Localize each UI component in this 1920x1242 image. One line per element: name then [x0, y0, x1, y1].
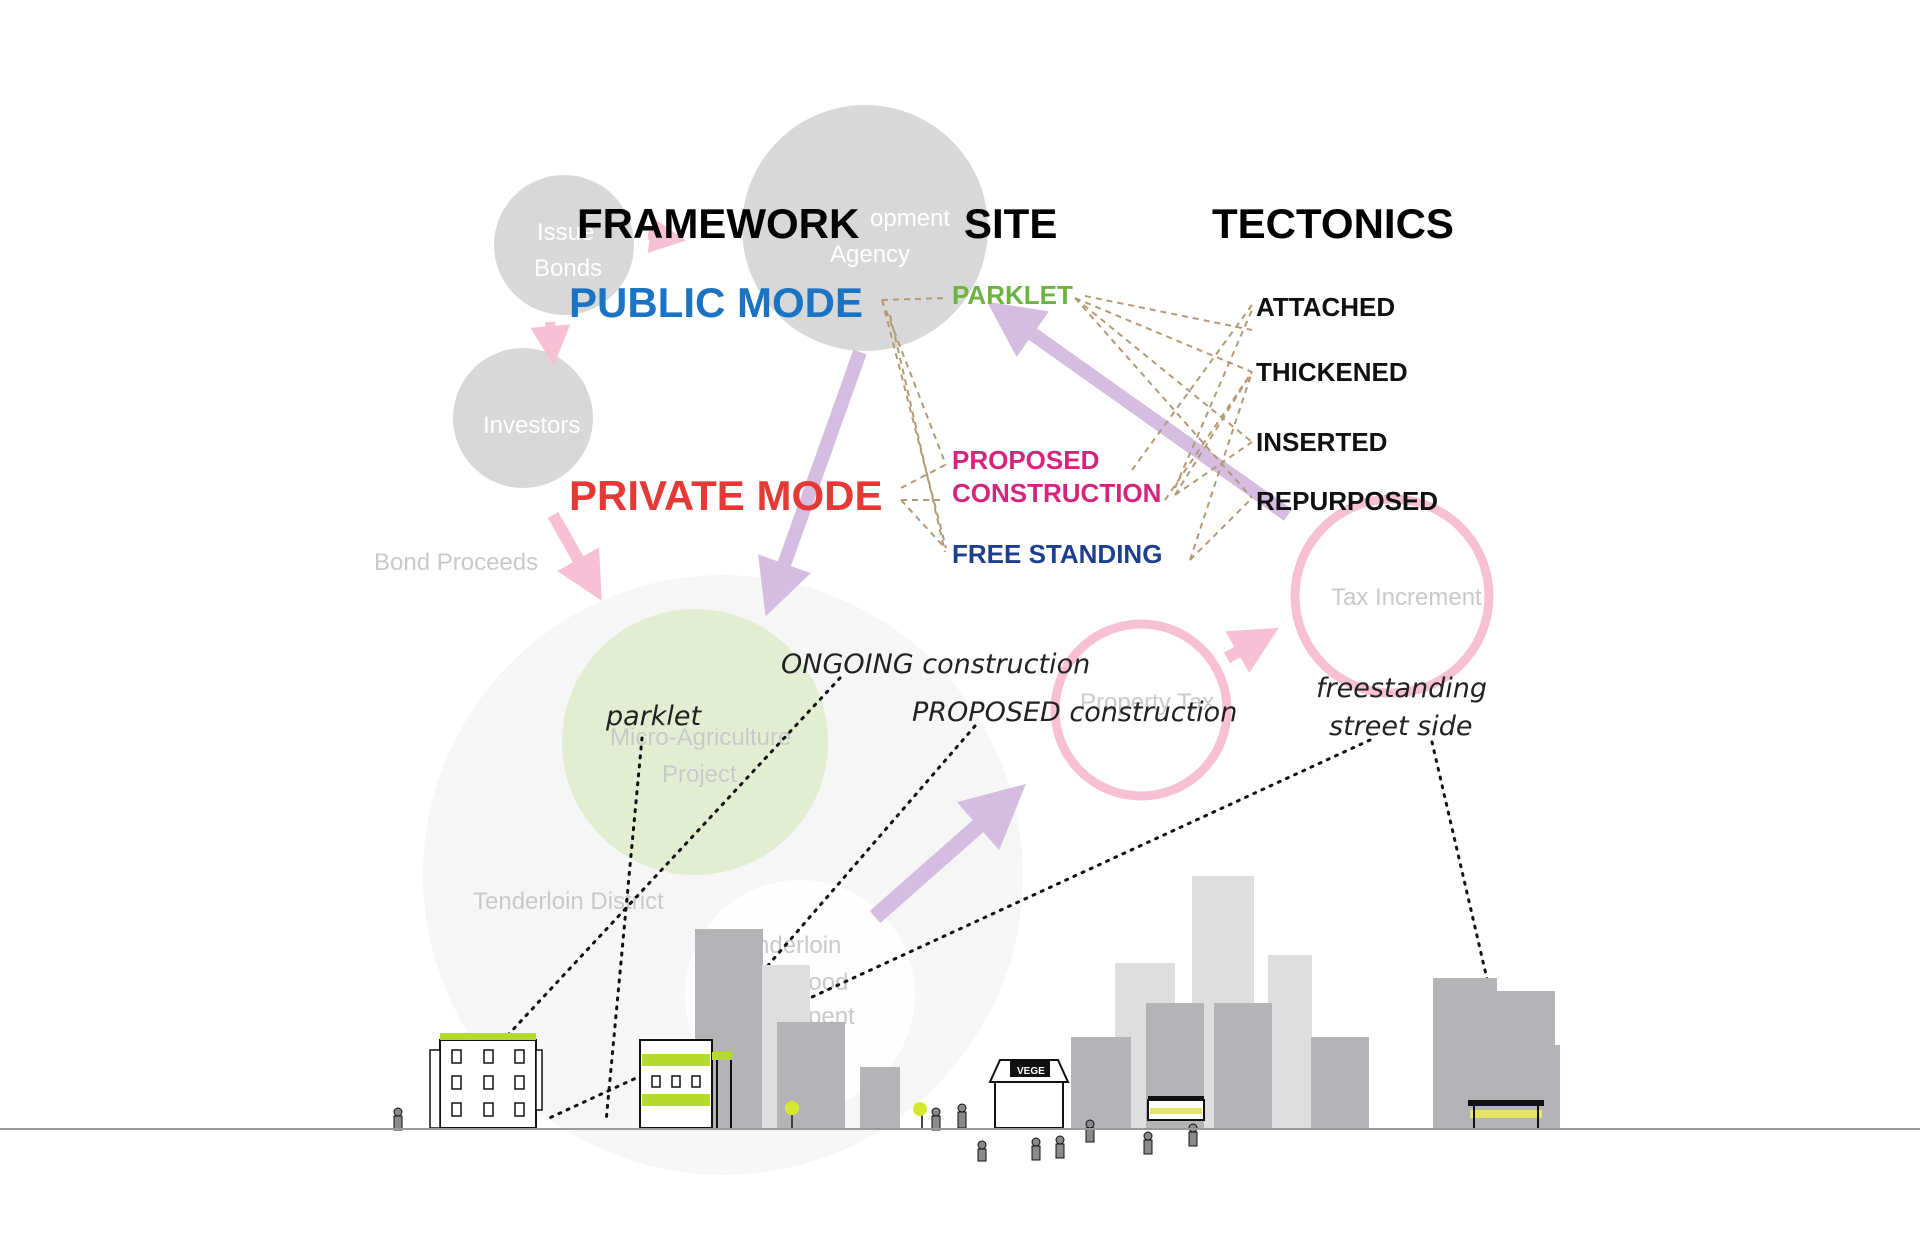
- pink-arrow-bonds-to-agency: [647, 217, 686, 254]
- tectonics-attached: ATTACHED: [1256, 292, 1395, 322]
- tenderloin-neighborhood-label-1: nderloin: [756, 932, 841, 959]
- tenderloin-district-label: Tenderloin District: [473, 888, 664, 915]
- tax-increment-label: Tax Increment: [1331, 584, 1482, 611]
- site-parklet: PARKLET: [952, 280, 1073, 310]
- tectonics-repurposed: REPURPOSED: [1256, 486, 1438, 516]
- framework-heading: FRAMEWORK: [577, 200, 859, 247]
- investors-bubble: [453, 348, 593, 488]
- vege-stand: VEGE: [988, 1059, 1070, 1129]
- tax-increment-ring: [1290, 494, 1494, 698]
- site-proposed-line1: PROPOSED: [952, 445, 1099, 475]
- tectonics-heading: TECTONICS: [1212, 200, 1454, 247]
- annotation-freestanding-1: freestanding: [1316, 673, 1487, 704]
- attached-building: [429, 1033, 543, 1129]
- issue-bonds-bubble: [494, 175, 634, 315]
- issue-bonds-label-2: Bonds: [534, 255, 602, 282]
- site-free-standing: FREE STANDING: [952, 539, 1162, 569]
- site-heading: SITE: [964, 200, 1057, 247]
- purple-arrow-repurposed-to-parklet: [987, 301, 1293, 521]
- vege-sign: VEGE: [1017, 1066, 1045, 1077]
- skyline: [695, 876, 1560, 1129]
- private-mode-label: PRIVATE MODE: [569, 472, 882, 519]
- tectonics-inserted: INSERTED: [1256, 427, 1387, 457]
- annotation-freestanding-2: street side: [1329, 711, 1472, 742]
- street-side-bench: [1468, 1100, 1544, 1128]
- dashed-links: [881, 295, 1253, 561]
- tectonics-thickened: THICKENED: [1256, 357, 1408, 387]
- trees: [785, 1101, 927, 1128]
- purple-arrow-city-up: [869, 783, 1027, 924]
- investors-label: Investors: [483, 412, 580, 439]
- public-mode-label: PUBLIC MODE: [569, 279, 863, 326]
- bond-proceeds-label: Bond Proceeds: [374, 549, 538, 576]
- pink-arrow-bonds-to-investors: [530, 321, 571, 366]
- annotation-parklet: parklet: [605, 701, 703, 732]
- micro-agriculture-label-2: Project: [662, 761, 737, 788]
- property-tax-label: Property Tax: [1080, 689, 1214, 716]
- annotation-ongoing: ONGOING construction: [781, 649, 1090, 680]
- pink-arrow-property-to-increment: [1223, 627, 1279, 673]
- purple-arrow-agency-down: [758, 349, 867, 617]
- property-tax-ring: [1050, 619, 1232, 801]
- development-agency-bubble: [742, 105, 988, 351]
- market-cart: [1147, 1096, 1205, 1121]
- thickened-building: [639, 1039, 732, 1129]
- annotation-proposed: PROPOSED construction: [912, 697, 1237, 728]
- agency-label-2: Agency: [830, 241, 910, 268]
- site-proposed-line2: CONSTRUCTION: [952, 478, 1161, 508]
- micro-agriculture-bubble: [562, 609, 828, 875]
- pink-arrow-proceeds: [547, 512, 602, 601]
- agency-label-1: opment: [870, 205, 950, 232]
- issue-bonds-label-1: Issue: [537, 219, 594, 246]
